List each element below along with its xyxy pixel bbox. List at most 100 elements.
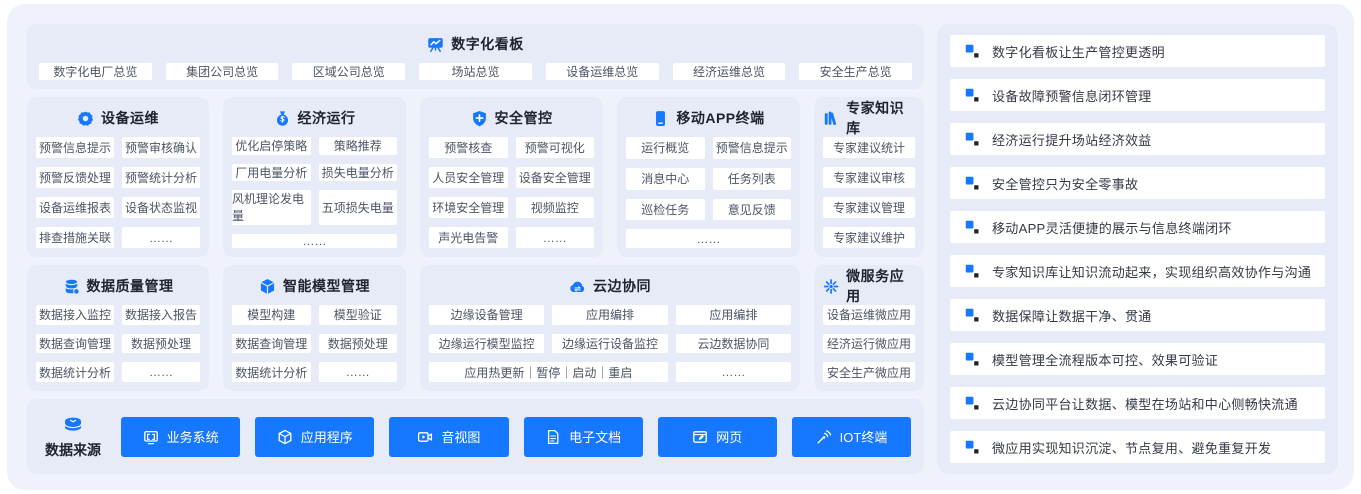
menu-item[interactable]: 设备运维微应用	[823, 305, 915, 325]
menu-item[interactable]: 风机理论发电量	[232, 190, 311, 225]
two-squares-icon	[965, 352, 980, 367]
menu-item[interactable]: 数据预处理	[318, 333, 397, 354]
menu-item[interactable]: 专家建议管理	[823, 197, 915, 218]
benefit-text: 云边协同平台让数据、模型在场站和中心侧畅快流通	[992, 396, 1298, 412]
menu-item[interactable]: 优化启停策略	[232, 137, 311, 155]
menu-item[interactable]: 专家建议统计	[823, 137, 915, 158]
menu-item[interactable]: 专家建议维护	[823, 227, 915, 248]
document-icon	[545, 429, 561, 445]
benefit-row: 经济运行提升场站经济效益	[950, 123, 1325, 155]
menu-item[interactable]: 损失电量分析	[318, 163, 397, 181]
two-squares-icon	[965, 264, 980, 279]
menu-item[interactable]: 数据查询管理	[232, 333, 311, 354]
menu-item[interactable]: 预警审核确认	[122, 137, 200, 158]
menu-item[interactable]: 环境安全管理	[429, 197, 508, 218]
benefits-panel: 数字化看板让生产管控更透明 设备故障预警信息闭环管理 经济运行提升场站经济效益 …	[937, 24, 1338, 474]
menu-item[interactable]: 预警统计分析	[122, 167, 200, 188]
menu-item[interactable]: 设备状态监视	[122, 197, 200, 218]
overview-button[interactable]: 数字化电厂总览	[39, 63, 152, 80]
menu-item[interactable]: 策略推荐	[318, 137, 397, 155]
menu-item[interactable]: 消息中心	[626, 167, 705, 190]
menu-item[interactable]: 意见反馈	[712, 198, 791, 221]
section-title: 云边协同	[593, 278, 651, 294]
menu-item[interactable]: 数据统计分析	[36, 362, 114, 382]
menu-item[interactable]: 预警信息提示	[712, 137, 791, 159]
menu-item[interactable]: 排查措施关联	[36, 227, 114, 248]
menu-item[interactable]: 专家建议审核	[823, 167, 915, 188]
menu-item[interactable]: 安全生产微应用	[823, 362, 915, 382]
source-button-label: 应用程序	[300, 430, 353, 445]
source-button-webpage[interactable]: 网页	[657, 416, 777, 457]
mobile-phone-icon	[652, 109, 669, 127]
menu-item[interactable]: 厂用电量分析	[232, 163, 311, 181]
app-canvas: 数字化看板 数字化电厂总览集团公司总览区域公司总览场站总览设备运维总览经济运维总…	[7, 4, 1354, 490]
data-stack-icon	[61, 413, 85, 437]
menu-item[interactable]: 设备安全管理	[515, 167, 594, 188]
menu-item[interactable]: 数据接入监控	[36, 305, 114, 325]
menu-item[interactable]: 视频监控	[515, 197, 594, 218]
menu-item[interactable]: 边缘运行设备监控	[552, 333, 668, 354]
benefit-text: 模型管理全流程版本可控、效果可验证	[992, 352, 1219, 368]
menu-item[interactable]: 数据统计分析	[232, 362, 311, 382]
gear-icon	[77, 110, 94, 127]
overview-button[interactable]: 集团公司总览	[165, 63, 279, 80]
menu-item[interactable]: 应用编排	[552, 305, 668, 325]
money-bag-icon	[274, 110, 291, 127]
benefit-row: 数字化看板让生产管控更透明	[950, 35, 1325, 67]
section-expert-knowledge: 专家知识库 专家建议统计专家建议审核专家建议管理专家建议维护	[814, 97, 924, 257]
benefit-text: 经济运行提升场站经济效益	[992, 132, 1152, 148]
overview-button[interactable]: 安全生产总览	[799, 63, 913, 80]
menu-item[interactable]: ……	[515, 227, 594, 248]
menu-item[interactable]: ……	[675, 362, 791, 382]
menu-item[interactable]: 边缘设备管理	[429, 305, 545, 325]
menu-item[interactable]: 边缘运行模型监控	[429, 333, 545, 354]
source-button-edocument[interactable]: 电子文档	[523, 416, 643, 457]
menu-item[interactable]: 云边数据协同	[675, 333, 791, 354]
menu-item[interactable]: 声光电告警	[429, 227, 508, 248]
menu-item[interactable]: 模型验证	[318, 305, 397, 325]
menu-item[interactable]: 预警反馈处理	[36, 167, 114, 188]
menu-item[interactable]: ……	[626, 229, 791, 248]
menu-item[interactable]: ……	[232, 233, 397, 248]
cube-icon	[259, 277, 276, 295]
database-icon	[63, 278, 80, 295]
menu-item[interactable]: 数据预处理	[122, 333, 200, 354]
menu-item[interactable]: 应用编排	[675, 305, 791, 325]
section-title: 智能模型管理	[283, 278, 370, 294]
menu-item[interactable]: ……	[318, 362, 397, 382]
menu-item[interactable]: 任务列表	[712, 167, 791, 190]
overview-button[interactable]: 场站总览	[419, 63, 532, 80]
two-squares-icon	[965, 176, 980, 191]
benefit-row: 数据保障让数据干净、贯通	[950, 299, 1325, 331]
overview-button[interactable]: 设备运维总览	[545, 63, 659, 80]
overview-button[interactable]: 区域公司总览	[292, 63, 406, 80]
menu-item[interactable]: 设备运维报表	[36, 197, 114, 218]
benefit-row: 专家知识库让知识流动起来，实现组织高效协作与沟通	[950, 255, 1325, 287]
menu-item[interactable]: 预警可视化	[515, 137, 594, 158]
menu-item[interactable]: ……	[122, 227, 200, 248]
menu-item[interactable]: 五项损失电量	[318, 190, 397, 225]
source-button-iot-terminal[interactable]: IOT终端	[791, 416, 912, 457]
menu-item[interactable]: 预警信息提示	[36, 137, 114, 158]
menu-item[interactable]: 人员安全管理	[429, 167, 508, 188]
menu-item[interactable]: 数据查询管理	[36, 333, 114, 354]
section-cloud-edge: 云边协同 边缘设备管理应用编排应用编排边缘运行模型监控边缘运行设备监控云边数据协…	[420, 265, 800, 391]
source-button-business-system[interactable]: 业务系统	[121, 416, 241, 457]
menu-item[interactable]: 应用热更新｜暂停｜启动｜重启	[429, 362, 668, 382]
section-model-management: 智能模型管理 模型构建模型验证数据查询管理数据预处理数据统计分析 ……	[223, 265, 406, 391]
menu-item[interactable]: 预警核查	[429, 137, 508, 158]
section-safety-control: 安全管控 预警核查预警可视化人员安全管理设备安全管理环境安全管理视频监控声光电告…	[420, 97, 603, 257]
overview-button[interactable]: 经济运维总览	[672, 63, 786, 80]
menu-item[interactable]: 巡检任务	[626, 198, 705, 221]
benefit-text: 移动APP灵活便捷的展示与信息终端闭环	[992, 220, 1232, 236]
menu-item[interactable]: 经济运行微应用	[823, 333, 915, 354]
source-button-label: 电子文档	[569, 430, 622, 445]
menu-item[interactable]: 模型构建	[232, 305, 311, 325]
source-button-audio-video[interactable]: 音视图	[389, 416, 509, 457]
two-squares-icon	[965, 220, 980, 235]
presentation-chart-icon	[427, 36, 444, 53]
menu-item[interactable]: 数据接入报告	[122, 305, 200, 325]
menu-item[interactable]: 运行概览	[626, 137, 705, 159]
source-button-application[interactable]: 应用程序	[255, 416, 375, 457]
menu-item[interactable]: ……	[122, 362, 200, 382]
